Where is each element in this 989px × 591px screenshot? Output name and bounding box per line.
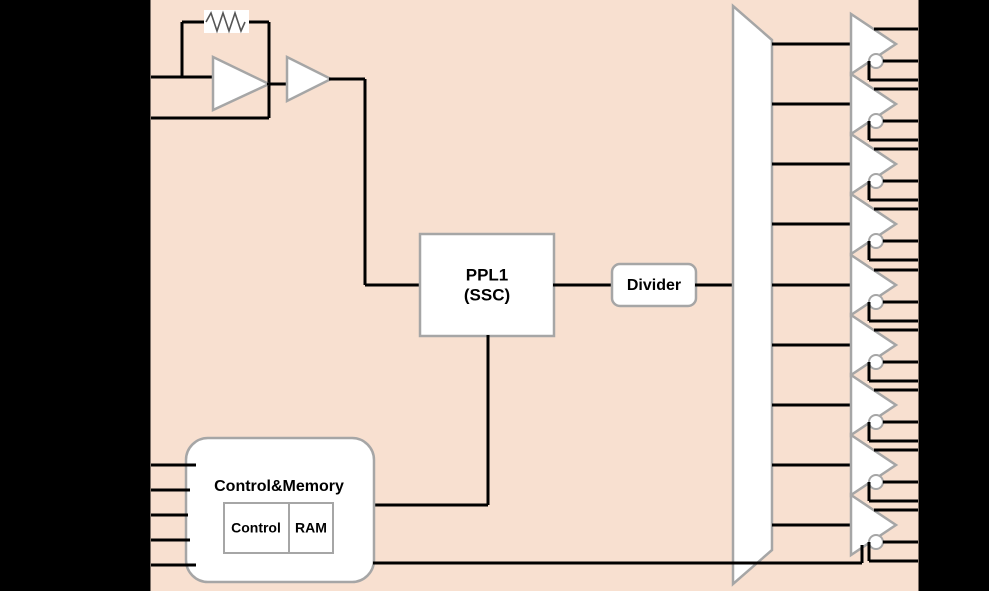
output-buffer-8[interactable] [772, 432, 918, 503]
feedback-resistor [204, 10, 249, 34]
output-buffer-9[interactable] [772, 492, 918, 563]
wire-control-bus-to-outputs [373, 545, 864, 565]
crystal-oscillator-amp [211, 55, 272, 112]
wire-amp2-to-pll1 [329, 77, 421, 287]
output-buffer-6[interactable] [772, 312, 918, 383]
inverting-output-bubble [868, 233, 884, 249]
inverting-output-bubble [868, 53, 884, 69]
output-buffer-4[interactable] [772, 191, 918, 262]
pll1-block[interactable]: PPL1 (SSC) [418, 232, 556, 338]
inverting-output-bubble [868, 414, 884, 430]
divider-block[interactable]: Divider [610, 262, 698, 308]
output-buffer-1[interactable] [772, 11, 918, 82]
wire-pll1-to-control-memory [373, 335, 490, 507]
inverting-output-bubble [868, 474, 884, 490]
output-buffer-7[interactable] [772, 372, 918, 443]
output-buffer-3[interactable] [772, 131, 918, 202]
feedback-wire-net [180, 20, 271, 118]
inverting-output-bubble [868, 173, 884, 189]
control-sub-block[interactable]: Control [223, 502, 290, 554]
control-memory-block[interactable]: Control&Memory Control RAM [184, 436, 376, 584]
ram-sub-label: RAM [295, 520, 327, 536]
inverting-output-bubble [868, 354, 884, 370]
pll1-label-line1: PPL1 [466, 265, 509, 284]
output-buffer-2[interactable] [772, 71, 918, 142]
control-sub-label: Control [231, 520, 281, 536]
output-mux[interactable] [731, 3, 774, 587]
inverting-output-bubble [868, 113, 884, 129]
inverting-output-bubble [868, 534, 884, 550]
output-buffer-5[interactable] [772, 252, 918, 323]
ram-sub-block[interactable]: RAM [288, 502, 334, 554]
divider-label: Divider [627, 277, 681, 294]
control-memory-label: Control&Memory [214, 478, 344, 495]
pll1-label-line2: (SSC) [464, 285, 510, 304]
oscillator-buffer-amp [285, 54, 334, 104]
inverting-output-bubble [868, 294, 884, 310]
